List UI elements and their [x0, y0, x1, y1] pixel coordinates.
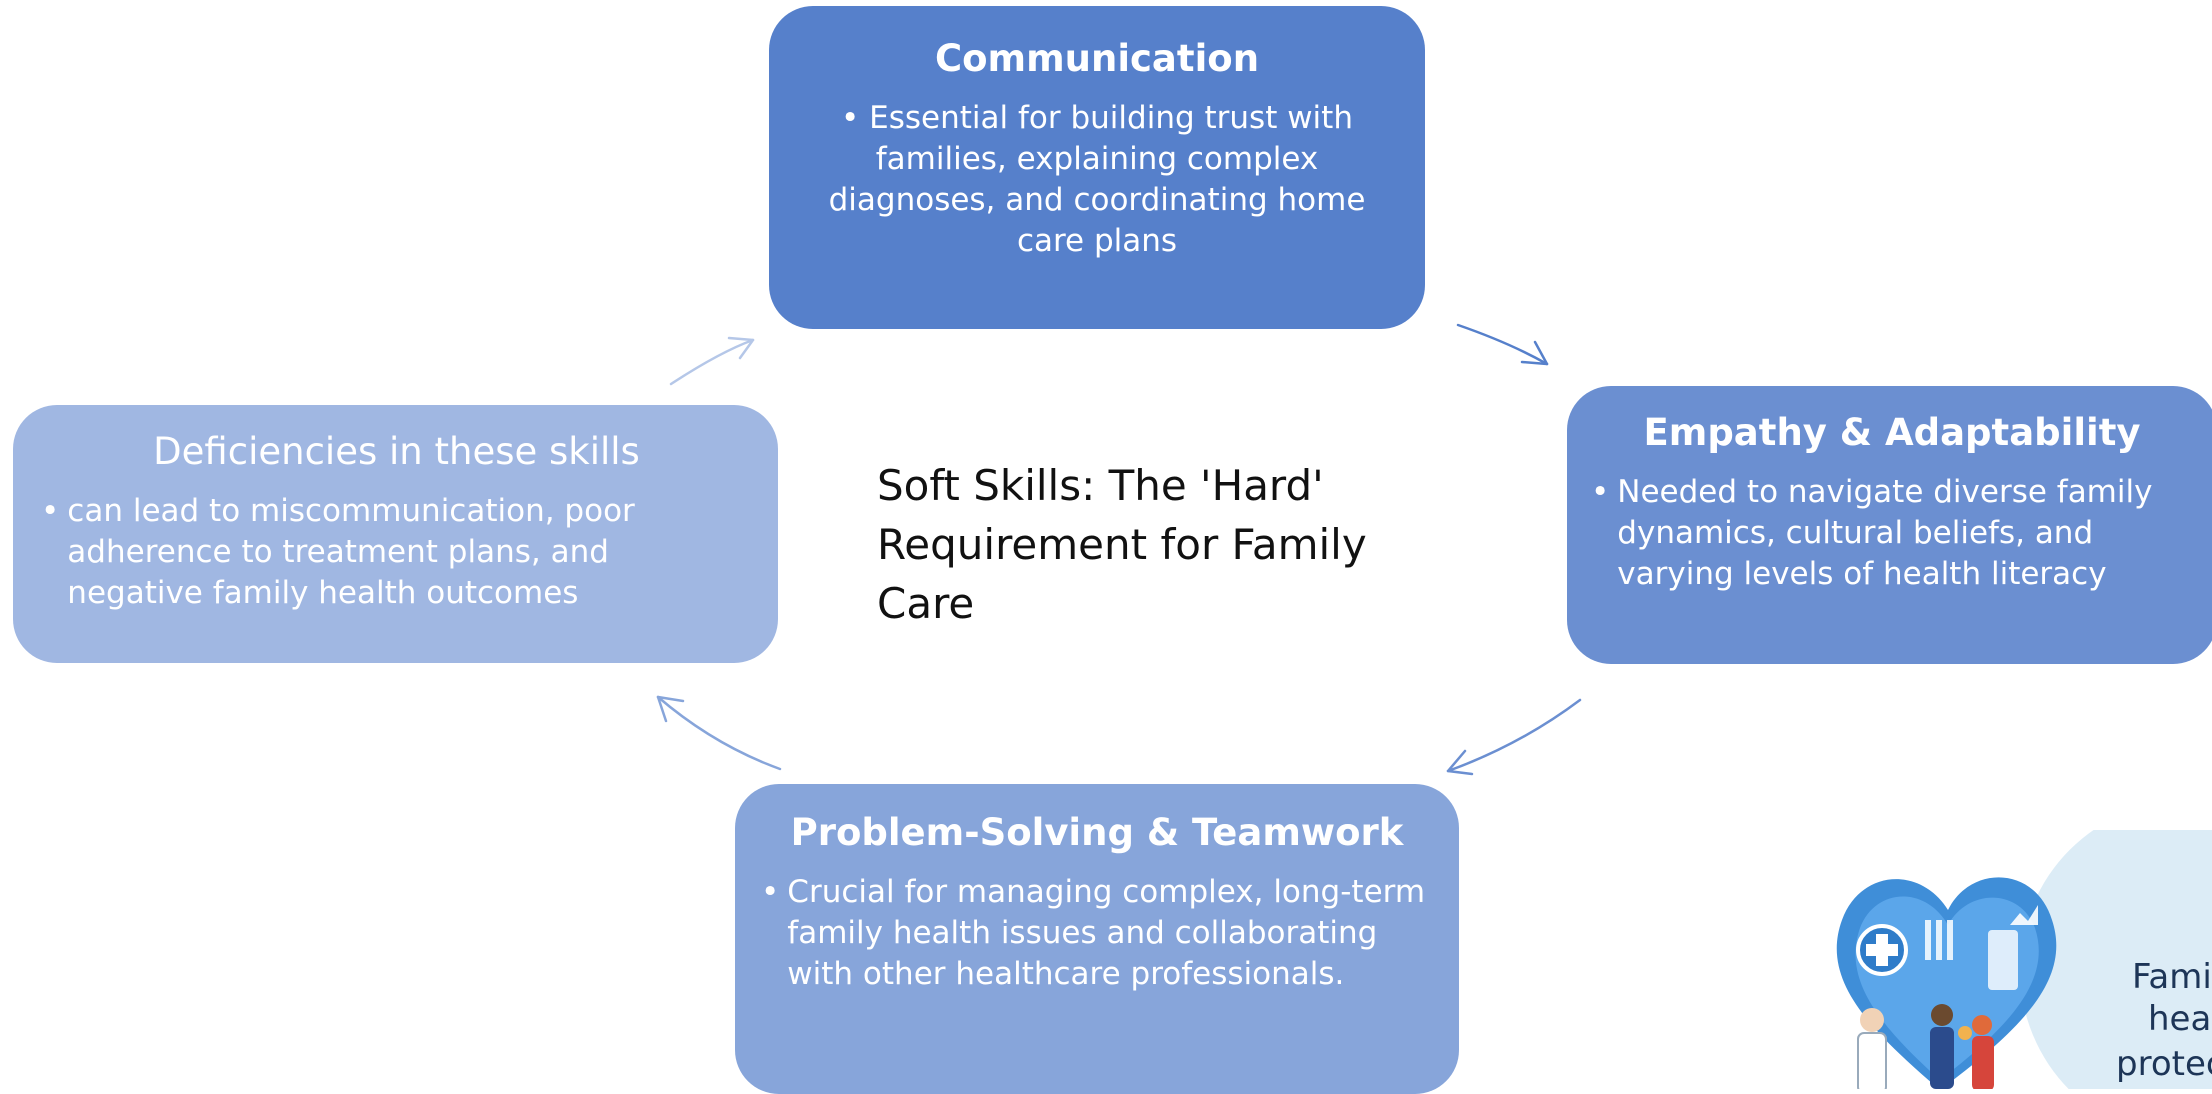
svg-text:protectio: protectio	[2116, 1044, 2212, 1084]
communication-title: Communication	[934, 37, 1260, 80]
empathy-bullet-text: Needed to navigate diverse family dynami…	[1617, 474, 2153, 592]
problem-solving-bullet: •Crucial for managing complex, long-term…	[761, 872, 1433, 995]
arrow-comm-to-empathy	[1456, 323, 1549, 366]
problem-solving-bullet-text: Crucial for managing complex, long-term …	[787, 874, 1426, 992]
bullet-dot: •	[1591, 474, 1610, 510]
center-title: Soft Skills: The 'Hard' Requirement for …	[877, 461, 1367, 628]
empathy-card: Empathy & Adaptability •Needed to naviga…	[1567, 386, 2212, 664]
deficiencies-bullet: •can lead to miscommunication, poor adhe…	[41, 491, 752, 614]
deficiencies-title: Deficiencies in these skills	[153, 430, 640, 473]
svg-text:heal: heal	[2148, 999, 2212, 1039]
arrow-empathy-to-problem	[1446, 698, 1582, 776]
communication-card: Communication • Essential for building t…	[769, 6, 1425, 329]
empathy-title: Empathy & Adaptability	[1643, 411, 2141, 454]
bullet-dot: •	[841, 100, 870, 136]
bullet-dot: •	[761, 874, 780, 910]
problem-solving-title: Problem-Solving & Teamwork	[790, 811, 1404, 854]
communication-bullet-text: Essential for building trust with famili…	[828, 100, 1366, 259]
deficiencies-card: Deficiencies in these skills •can lead t…	[13, 405, 778, 663]
communication-bullet: • Essential for building trust with fami…	[809, 98, 1385, 262]
svg-text:Fami: Fami	[2132, 957, 2212, 997]
family-health-image: Fami heal protectio	[1836, 830, 2212, 1089]
empathy-bullet: •Needed to navigate diverse family dynam…	[1591, 472, 2193, 595]
bullet-dot: •	[41, 493, 60, 529]
arrow-problem-to-deficiency	[656, 695, 782, 771]
family-health-illustration: Fami heal protectio	[1830, 830, 2212, 1089]
deficiencies-bullet-text: can lead to miscommunication, poor adher…	[67, 493, 635, 611]
arrow-deficiency-to-comm	[669, 336, 755, 386]
problem-solving-card: Problem-Solving & Teamwork •Crucial for …	[735, 784, 1459, 1094]
